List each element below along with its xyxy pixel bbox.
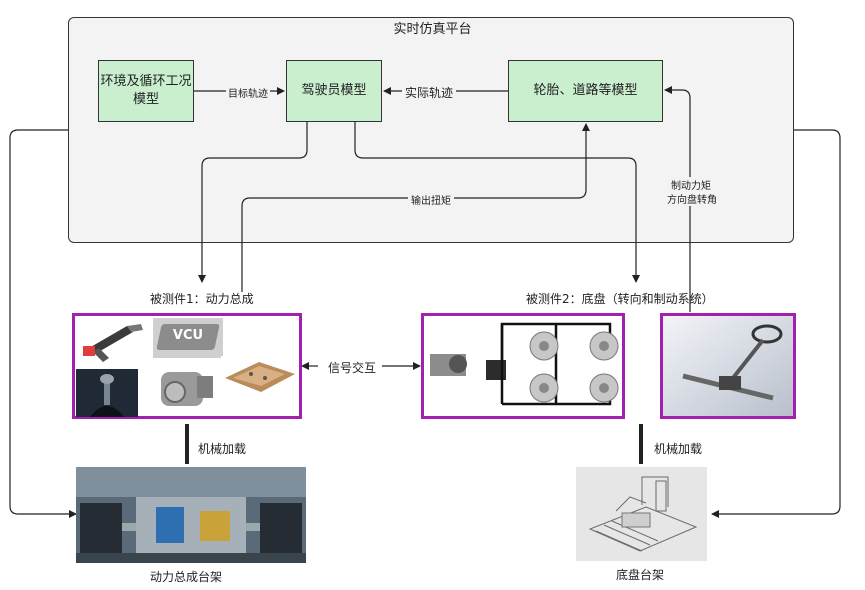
chassis-rig-label: 底盘台架 xyxy=(616,568,665,582)
tire-road-model-box: 轮胎、道路等模型 xyxy=(508,60,663,122)
chassis-brake-frame xyxy=(421,313,625,419)
brake-discs xyxy=(529,331,619,403)
brake-torque-label: 制动力矩 xyxy=(671,177,711,192)
powertrain-rig-label: 动力总成台架 xyxy=(150,570,223,584)
platform-title: 实时仿真平台 xyxy=(393,22,472,37)
target-track-label: 目标轨迹 xyxy=(226,85,270,100)
steering-system-frame xyxy=(660,313,796,419)
powertrain-rig-image xyxy=(76,467,306,563)
powertrain-components-frame: VCU xyxy=(72,313,302,419)
dut-powertrain-label: 被测件1：动力总成 xyxy=(150,292,254,306)
vcu-text: VCU xyxy=(172,328,204,343)
vcu-image: VCU xyxy=(153,318,223,358)
battery-pack-image xyxy=(221,356,299,396)
env-cycle-model-box: 环境及循环工况 模型 xyxy=(98,60,194,122)
chassis-rig-image xyxy=(576,467,707,561)
dut-chassis-label: 被测件2：底盘（转向和制动系统） xyxy=(526,292,714,306)
gear-shifter-image xyxy=(76,369,138,417)
actual-track-label: 实际轨迹 xyxy=(402,84,457,101)
mechanical-loading-right-label: 机械加载 xyxy=(654,442,703,456)
mechanical-loading-left-label: 机械加载 xyxy=(198,442,247,456)
driver-model-box: 驾驶员模型 xyxy=(286,60,382,122)
brake-system-diagram xyxy=(426,318,622,416)
accelerator-pedal-image xyxy=(79,318,149,366)
signal-exchange-label: 信号交互 xyxy=(328,361,377,375)
electric-motor-image xyxy=(151,362,219,416)
steering-column-image xyxy=(663,316,793,416)
output-torque-label: 输出扭矩 xyxy=(408,192,454,207)
steering-angle-label: 方向盘转角 xyxy=(667,191,717,206)
